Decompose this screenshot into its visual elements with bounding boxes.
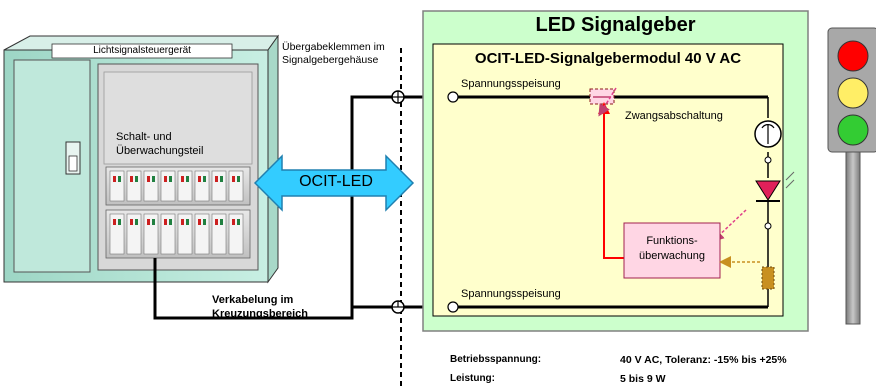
rack-card-indicator [130, 176, 133, 182]
rack-card-indicator [237, 219, 240, 225]
rack-card-indicator [135, 176, 138, 182]
led-diode-icon [755, 171, 795, 202]
rack-card-indicator [164, 176, 167, 182]
handover-terminal-bottom [391, 300, 405, 314]
led-signalgeber-title: LED Signalgeber [535, 14, 696, 36]
rack-card-indicator [181, 176, 184, 182]
supply-terminal-top [447, 91, 459, 103]
rack-modules [105, 166, 251, 259]
forced-shutdown-label: Zwangsabschaltung [625, 110, 723, 122]
rack-card-indicator [198, 219, 201, 225]
supply-terminal-bottom [447, 301, 459, 313]
rack-card [194, 170, 210, 202]
rack-card [109, 170, 125, 202]
rack-card-indicator [215, 219, 218, 225]
traffic-light [827, 27, 876, 325]
spec-key: Leistung: [450, 373, 495, 384]
function-monitor-label: Funktions- überwachung [638, 235, 706, 262]
rack-card-indicator [113, 219, 116, 225]
rack-card-indicator [215, 176, 218, 182]
rack-card-indicator [186, 219, 189, 225]
shutdown-dashed-arrow [598, 87, 617, 117]
rack-card [228, 170, 244, 202]
supply-label-top: Spannungsspeisung [461, 78, 561, 90]
rack-card-indicator [198, 176, 201, 182]
rack-card [143, 170, 159, 202]
rack-card-indicator [118, 176, 121, 182]
rack-card-indicator [147, 176, 150, 182]
rack-card-indicator [147, 219, 150, 225]
rack-card-indicator [118, 219, 121, 225]
rack-card [194, 213, 210, 255]
ocit-led-arrow [253, 154, 415, 212]
handover-label: Übergabeklemmen im Signalgebergehäuse [282, 41, 385, 66]
yellow-light-icon [837, 77, 869, 109]
rack-card-indicator [130, 219, 133, 225]
rack-card-indicator [164, 219, 167, 225]
rack-card-indicator [169, 219, 172, 225]
rack-card-indicator [203, 176, 206, 182]
spec-key: Betriebsspannung: [450, 354, 542, 365]
rack-card [228, 213, 244, 255]
controller-title-bar [51, 43, 233, 59]
traffic-light-pole [845, 145, 861, 325]
rack-card [126, 213, 142, 255]
spec-value: 5 bis 9 W [620, 373, 666, 385]
function-monitor-box [623, 222, 721, 279]
rack-card-indicator [232, 219, 235, 225]
rack-card-indicator [220, 176, 223, 182]
handover-terminal-top [391, 90, 405, 104]
rack-card-indicator [152, 176, 155, 182]
rack-card-indicator [113, 176, 116, 182]
rack-card-indicator [186, 176, 189, 182]
rack-card [211, 213, 227, 255]
led-module-title: OCIT-LED-Signalgebermodul 40 V AC [474, 50, 742, 67]
rack-card-indicator [232, 176, 235, 182]
rack-card-indicator [220, 219, 223, 225]
cabling-label: Verkabelung im Kreuzungsbereich [212, 294, 308, 320]
green-light-icon [837, 114, 869, 146]
rack-card [160, 170, 176, 202]
rack-card-indicator [203, 219, 206, 225]
rack-card [177, 213, 193, 255]
spec-value: 40 V AC, Toleranz: -15% bis +25% [620, 354, 787, 366]
supply-label-bottom: Spannungsspeisung [461, 288, 561, 300]
rack-card [143, 213, 159, 255]
rack-card-indicator [152, 219, 155, 225]
rack-card [211, 170, 227, 202]
junction-dot [764, 222, 772, 230]
ocit-led-label: OCIT-LED [299, 173, 373, 190]
rack-card [109, 213, 125, 255]
control-red-line [603, 110, 624, 259]
rack-card-indicator [169, 176, 172, 182]
rack-card [177, 170, 193, 202]
current-source-icon [754, 120, 782, 148]
rack-card [126, 170, 142, 202]
rack-card-indicator [237, 176, 240, 182]
current-sensor [761, 266, 775, 290]
red-light-icon [837, 40, 869, 72]
rack-card-indicator [181, 219, 184, 225]
junction-dot [764, 156, 772, 164]
rack-card-indicator [135, 219, 138, 225]
switch-unit-label: Schalt- und Überwachungsteil [116, 131, 204, 157]
rack-card [160, 213, 176, 255]
controller-title: Lichtsignalsteuergerät [93, 45, 191, 56]
